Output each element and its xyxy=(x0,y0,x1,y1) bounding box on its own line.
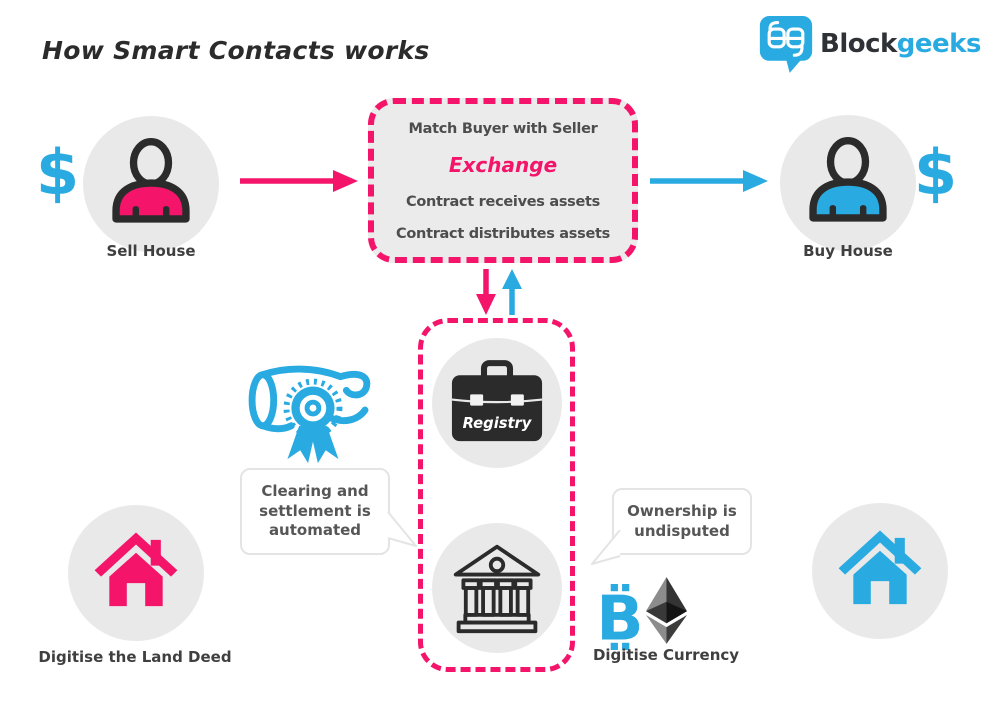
speech-bubble-ownership: Ownership is undisputed xyxy=(612,488,752,555)
person-icon-buyer xyxy=(809,137,887,222)
currency-label: Digitise Currency xyxy=(592,646,740,664)
briefcase-icon: Registry xyxy=(451,360,543,442)
exchange-box: Match Buyer with Seller Exchange Contrac… xyxy=(368,98,638,263)
land-deed-label: Digitise the Land Deed xyxy=(38,648,232,666)
exchange-step-distributes: Contract distributes assets xyxy=(396,225,610,242)
speech-bubble-clearing: Clearing and settlement is automated xyxy=(240,468,390,555)
buyer-house-circle xyxy=(812,503,948,639)
house-icon-blue xyxy=(838,530,922,605)
ethereum-icon xyxy=(646,577,687,644)
logo-word-dark: Block xyxy=(820,29,897,59)
bank-icon xyxy=(453,544,541,634)
ledger-container xyxy=(418,318,575,672)
certificate-icon xyxy=(248,365,371,464)
speech-bubble-clearing-text: Clearing and settlement is automated xyxy=(259,482,371,539)
sell-dollar-sign: $ xyxy=(36,136,80,209)
blockgeeks-logo: Blockgeeks xyxy=(758,14,981,74)
logo-word-light: geeks xyxy=(896,29,982,59)
seller-label: Sell House xyxy=(106,242,196,260)
person-icon-seller xyxy=(112,138,190,223)
speech-tail-left xyxy=(387,512,417,547)
bitcoin-letter: B xyxy=(597,584,643,650)
land-deed-circle xyxy=(68,505,204,641)
bank-circle xyxy=(432,523,562,653)
logo-speech-bubble-icon xyxy=(759,16,813,73)
registry-label: Registry xyxy=(463,415,533,432)
buyer-label: Buy House xyxy=(803,242,893,260)
arrow-sell-to-exchange xyxy=(240,170,358,192)
speech-bubble-ownership-text: Ownership is undisputed xyxy=(627,502,737,540)
bitcoin-icon: B xyxy=(597,584,643,650)
arrow-registry-up xyxy=(502,269,522,315)
page-title: How Smart Contacts works xyxy=(42,36,430,65)
arrow-exchange-down xyxy=(476,269,496,315)
buyer-avatar-circle xyxy=(780,115,916,251)
registry-circle: Registry xyxy=(432,338,562,468)
exchange-step-receives: Contract receives assets xyxy=(406,193,600,210)
seller-avatar-circle xyxy=(83,116,219,252)
speech-tail-right xyxy=(591,530,621,565)
house-icon-pink xyxy=(94,532,178,607)
buy-dollar-sign: $ xyxy=(914,136,958,209)
logo-wordmark: Blockgeeks xyxy=(820,29,981,59)
exchange-title: Exchange xyxy=(448,153,558,178)
arrow-exchange-to-buy xyxy=(650,170,768,192)
arrows-exchange-registry xyxy=(476,269,522,315)
exchange-step-match: Match Buyer with Seller xyxy=(408,121,598,137)
